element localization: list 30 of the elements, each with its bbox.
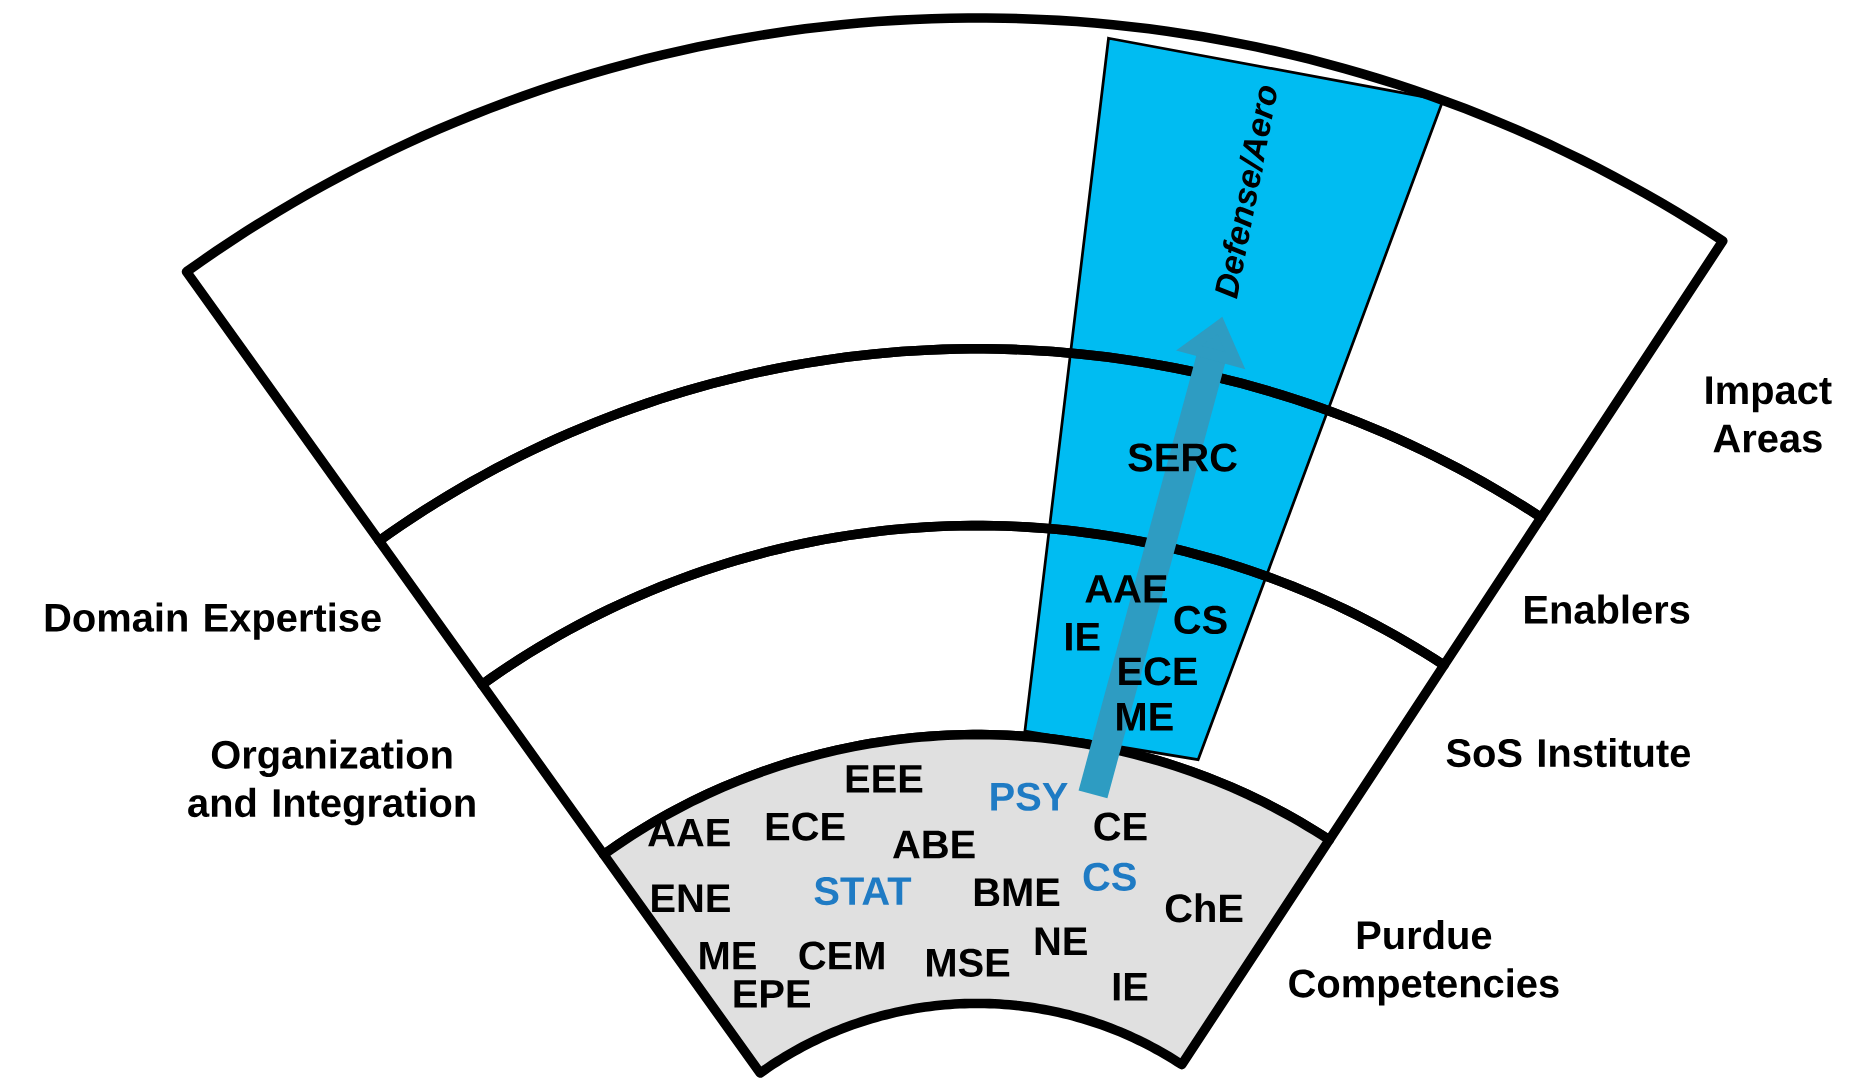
abbreviation-label: ECE [766, 812, 845, 841]
abbreviation-label: ENE [652, 884, 730, 912]
abbreviation-label: IE [1113, 972, 1148, 1001]
abbreviation-label: AAE [1085, 575, 1167, 603]
abbreviation-label: ME [1117, 702, 1173, 731]
abbreviation-label: SERC [1128, 443, 1237, 472]
abbreviation-label: BME [974, 878, 1060, 906]
abbreviation-label: CS [1083, 862, 1136, 891]
abbreviation-label: EEE [846, 764, 923, 793]
abbreviation-label: NE [1035, 927, 1087, 955]
band-label: Enablers [1525, 594, 1690, 624]
abbreviation-label: CS [1174, 605, 1227, 634]
band-label: SoS Institute [1446, 737, 1690, 767]
highlight-strip [1023, 36, 1445, 762]
abbreviation-label: ME [700, 941, 756, 970]
abbreviation-label: PSY [991, 782, 1068, 811]
band-label: Purdue Competencies [1289, 919, 1559, 1006]
abbreviation-label: CEM [799, 941, 884, 970]
axis-label: Organization and Integration [188, 739, 475, 826]
abbreviation-label: EPE [734, 979, 810, 1008]
abbreviation-label: ABE [893, 830, 975, 859]
band-label: Impact Areas [1706, 376, 1832, 453]
abbreviation-label: AAE [648, 818, 730, 847]
abbreviation-label: IE [1066, 622, 1100, 651]
abbreviation-label: CE [1094, 812, 1147, 841]
axis-label: Domain Expertise [45, 602, 381, 640]
abbreviation-label: STAT [814, 876, 912, 906]
abbreviation-label: ECE [1119, 657, 1197, 686]
abbreviation-label: MSE [927, 948, 1010, 977]
abbreviation-label: ChE [1165, 893, 1243, 923]
